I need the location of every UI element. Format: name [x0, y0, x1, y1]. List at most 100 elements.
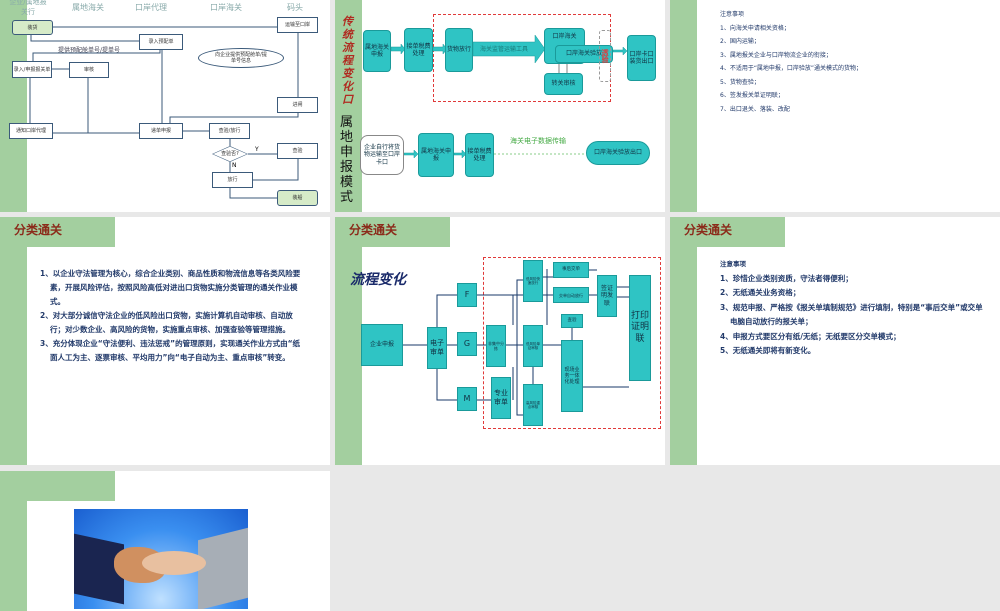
note-item: 2、国内运输； [720, 38, 760, 45]
box-sign: 签证明发联 [597, 275, 617, 317]
box-local-declare-2: 属地海关申报 [418, 133, 454, 177]
slide-title: 分类通关 [14, 223, 63, 237]
list-item: 4、申报方式要区分有纸/无纸；无纸要区分交单模式； [720, 331, 901, 341]
slide-thumbnail-7[interactable] [0, 471, 330, 611]
box-enterprise: 企业申报 [361, 324, 403, 366]
box-ship: 装船 [277, 190, 318, 206]
slide-thumbnail-3[interactable]: 注意事项 1、向海关申请相关资格； 2、国内运输； 3、属地报关企业与口岸物流企… [670, 0, 1000, 212]
side-title-red: 传统流程变化口 [342, 15, 353, 106]
title-bar [670, 217, 785, 247]
box-focus: 高风险重点审核 [523, 384, 543, 426]
flow-connectors [403, 269, 629, 416]
list-item: 1、珍惜企业类别资质，守法者得便利； [720, 273, 853, 283]
notes-heading: 注意事项 [720, 11, 745, 18]
box-goods-release: 货物放行 [445, 28, 473, 72]
handshake-image [74, 509, 248, 609]
box-accept-tax: 接单税费处理 [404, 28, 433, 72]
box-port-exit: 口岸卡口装货出口 [627, 35, 656, 81]
through-label: 透验 [599, 30, 611, 82]
slide-thumbnail-2[interactable]: 传统流程变化口 属地申报模式 海关监管运输工具 属地海关申报 接单税费处理 货物… [335, 0, 665, 212]
note-item: 4、不适用于“属地申报，口岸验放”通关模式的货物； [720, 65, 863, 72]
dashed-region [483, 257, 661, 429]
box-m: M [457, 387, 477, 411]
box-inspect: 查验 [277, 143, 318, 159]
green-strip [335, 217, 362, 465]
box-notify: 通知口岸代理 [9, 123, 53, 139]
list-item: 1、以企业守法管理为核心，综合企业类别、商品性质和物流信息等各类风险要素，开展风… [40, 269, 301, 306]
slide-thumbnail-6[interactable]: 分类通关 注意事项 1、珍惜企业类别资质，守法者得便利； 2、无纸通关业务资格；… [670, 217, 1000, 465]
note-item: 1、向海关申请相关资格； [720, 24, 790, 32]
box-fast: 低风险快速放行 [523, 260, 543, 302]
box-gate: 进闸 [277, 97, 318, 113]
box-expert: 专业审单 [491, 377, 511, 419]
diamond-decision: 查验否? [212, 146, 248, 162]
box-inspect-release: 查验/放行 [209, 123, 250, 139]
box-f: F [457, 283, 477, 307]
title-bar [335, 217, 450, 247]
box-port-exit-2: 口岸海关验放出口 [586, 141, 650, 165]
box-after: 事后交单 [553, 262, 589, 278]
title-bar [0, 217, 115, 247]
box-self-transport: 企业自行将货物运输至口岸卡口 [360, 135, 404, 175]
title-bar [0, 471, 115, 501]
list-item: 3、规范申报、严格按《报关单填制规范》进行填制，特别是“事后交单”或交单电脑自动… [720, 302, 983, 327]
lane-port-agent: 口岸代理 [135, 3, 167, 12]
box-load: 装货 [12, 20, 53, 35]
green-strip [335, 0, 362, 212]
edata-label: 海关电子数据传输 [510, 137, 566, 145]
note-item: 7、出口退关、落装、改配 [720, 105, 790, 113]
lane-dock: 码头 [287, 3, 303, 12]
slide-thumbnail-5[interactable]: 分类通关 流程变化 企业申报 电子审单 F G M 非集中分拣 专业审单 低风险… [335, 217, 665, 465]
lane-local-customs: 属地海关 [72, 3, 104, 12]
decision-label: 查验否? [213, 146, 247, 162]
bubble-note: 向企业提供预配舱单/提单号信息 [198, 48, 284, 68]
note-item: 3、属地报关企业与口岸物流企业的衔接； [720, 51, 832, 59]
note-item: 6、签发报关单证明联； [720, 92, 784, 99]
box-enter-manifest: 录入预配单 [139, 34, 183, 50]
list-item: 2、无纸通关业务资格； [720, 288, 801, 297]
green-strip [670, 217, 697, 465]
green-strip [0, 217, 27, 465]
box-local-declare: 属地海关申报 [363, 30, 391, 72]
list-item: 2、对大部分诚信守法企业的低风险出口货物，实施计算机自动审核、自动放行；对少数企… [40, 311, 293, 334]
box-review: 审核 [69, 62, 109, 78]
grey-sleeve [198, 527, 248, 609]
overlay-title: 流程变化 [350, 272, 406, 288]
slide-thumbnail-4[interactable]: 分类通关 1、以企业守法管理为核心，综合企业类别、商品性质和物流信息等各类风险要… [0, 217, 330, 465]
box-declare: 录入/申报报关单 [12, 61, 52, 78]
box-transport: 运输至口岸 [277, 17, 318, 33]
lane-port-customs: 口岸海关 [210, 3, 242, 12]
box-doc: 低风险单证审核 [523, 325, 543, 367]
box-accept-tax-2: 接单税费处理 [465, 133, 494, 177]
green-strip [0, 0, 27, 212]
no-label: N [232, 162, 237, 169]
list-item: 3、充分体现企业“守法便利、违法惩戒”的管理原则，实现通关作业方式由“纸面人工为… [40, 339, 301, 362]
note-item: 5、货物查验； [720, 78, 760, 86]
box-transfer: 转关审核 [544, 73, 583, 95]
box-submit: 递单申报 [139, 123, 183, 139]
slide-title: 分类通关 [349, 223, 398, 237]
box-port-release: 口岸海关验放 [555, 45, 613, 63]
list-item: 5、无纸通关即将有新变化。 [720, 346, 816, 355]
right-hand [142, 551, 206, 575]
box-sort: 非集中分拣 [486, 325, 506, 367]
content-area [697, 247, 1000, 465]
box-print: 打印证明联 [629, 275, 651, 381]
box-onsite: 现场业务一体化处理 [561, 340, 583, 412]
box-edi: 电子审单 [427, 327, 447, 369]
supervise-label: 海关监管运输工具 [480, 46, 529, 53]
notes-heading: 注意事项 [720, 260, 746, 268]
provide-label: 提供预配舱单号/提单号 [58, 47, 121, 54]
slide-title: 分类通关 [684, 223, 733, 237]
box-release: 放行 [212, 172, 253, 188]
box-auto: 交单自动放行 [553, 287, 589, 303]
box-g: G [457, 332, 477, 356]
content-area [27, 247, 330, 465]
side-title-black: 属地申报模式 [340, 115, 354, 205]
slide-thumbnail-1[interactable]: 企业/属地报关行 属地海关 口岸代理 口岸海关 码头 装货 运输至口岸 录入预配… [0, 0, 330, 212]
lane-enterprise: 企业/属地报关行 [9, 0, 47, 16]
yes-label: Y [255, 146, 259, 153]
box-check: 查验 [561, 314, 583, 328]
flow-connectors [29, 26, 299, 199]
green-strip [670, 0, 697, 212]
